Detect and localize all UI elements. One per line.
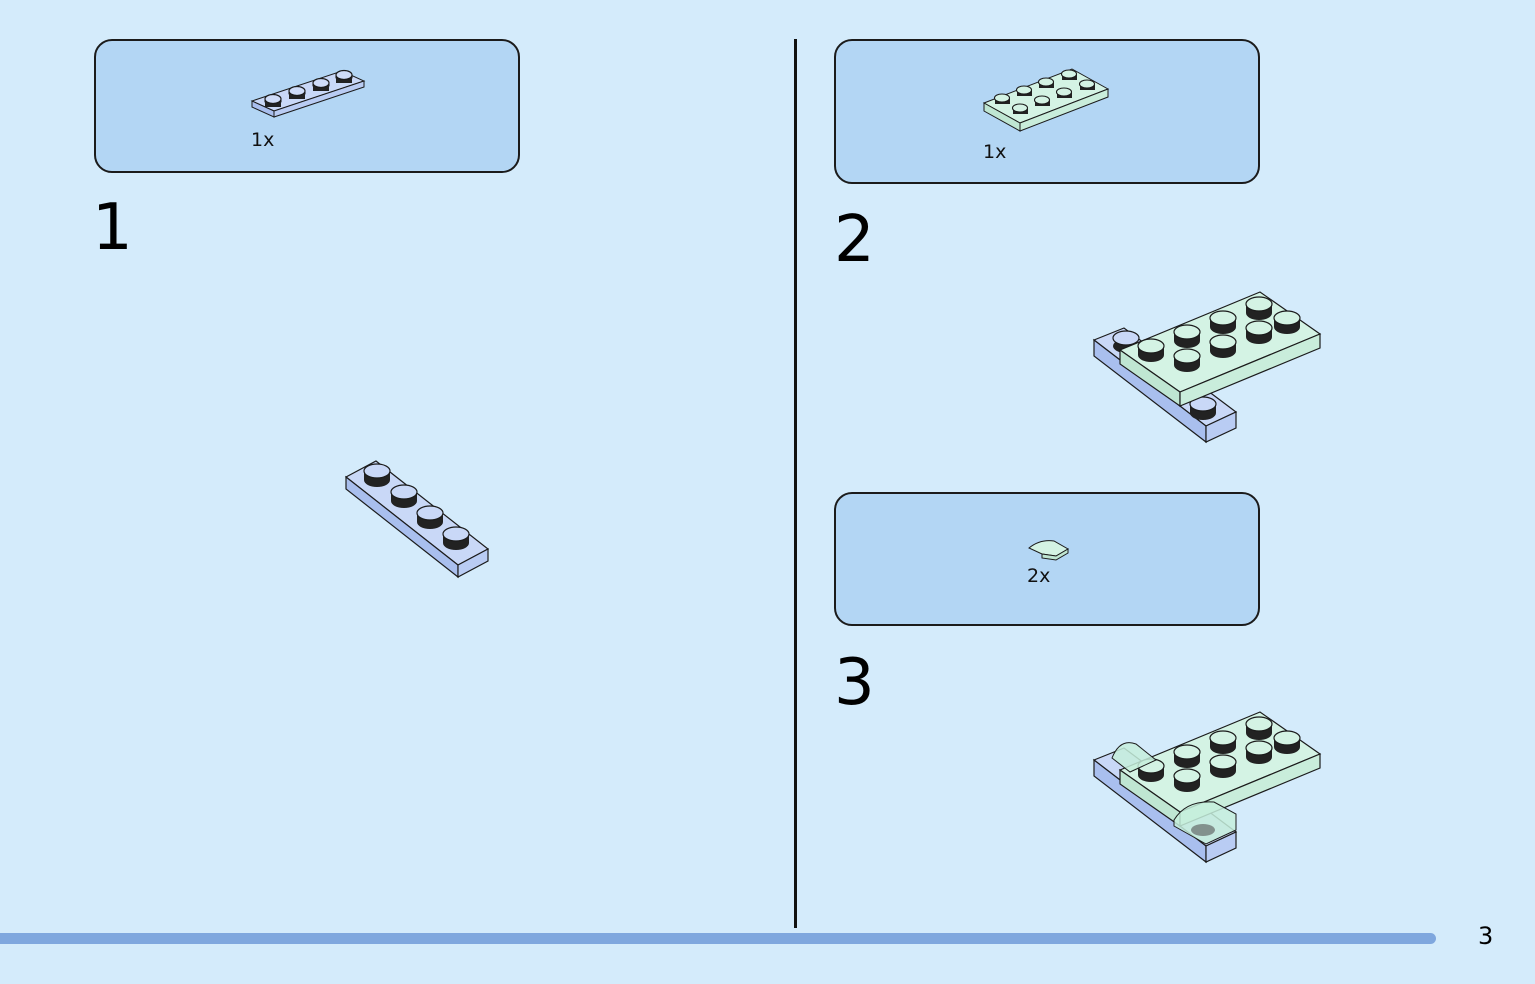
step-number: 3	[834, 646, 875, 720]
part-quantity: 2x	[1027, 565, 1051, 587]
plate-1x4-icon	[250, 69, 366, 118]
step-number: 2	[834, 203, 875, 277]
step-number: 1	[92, 191, 133, 265]
page-divider	[794, 39, 797, 928]
step-2-assembly	[1092, 291, 1322, 444]
page-number: 3	[1478, 922, 1494, 950]
parts-callout-step-2: 1x	[834, 39, 1260, 184]
part-quantity: 1x	[251, 129, 275, 151]
step-3-assembly	[1092, 711, 1322, 864]
part-quantity: 1x	[983, 141, 1007, 163]
progress-bar	[0, 933, 1436, 944]
plate-2x4-icon	[982, 68, 1110, 132]
step-1-assembly	[344, 460, 490, 579]
parts-callout-step-3: 2x	[834, 492, 1260, 626]
parts-callout-step-1: 1x	[94, 39, 520, 173]
tile-round-corner-icon	[1028, 540, 1069, 561]
